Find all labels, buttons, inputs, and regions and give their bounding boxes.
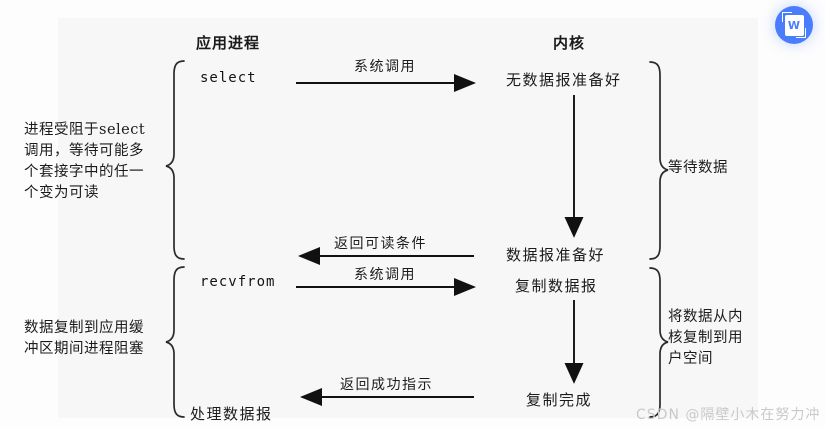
note-left-top-line-4: 个变为可读 — [24, 185, 99, 201]
note-right-top-line-1: 等待数据 — [668, 160, 728, 176]
call-label-select: select — [200, 70, 257, 86]
badge-letter: W — [787, 18, 801, 32]
badge-corner-top-left — [782, 12, 792, 22]
kernel-state-copy-datagram: 复制数据报 — [515, 277, 598, 295]
note-right-bottom-line-1: 将数据从内 — [668, 309, 743, 325]
badge-document-shape: W — [784, 14, 804, 36]
arrow-label-system-call-select: 系统调用 — [354, 59, 416, 75]
column-title-application-process: 应用进程 — [196, 34, 261, 52]
arrow-label-return-readable-condition: 返回可读条件 — [334, 236, 427, 252]
note-left-bottom-line-1: 数据复制到应用缓 — [24, 320, 144, 336]
arrow-label-system-call-recvfrom: 系统调用 — [354, 267, 416, 283]
note-left-top-line-2: 调用，等待可能多 — [24, 143, 144, 159]
note-right-bottom: 将数据从内 核复制到用 户空间 — [668, 307, 743, 370]
badge-corner-bottom-right — [796, 28, 806, 38]
call-label-process-datagram: 处理数据报 — [190, 405, 273, 423]
kernel-state-copy-complete: 复制完成 — [526, 391, 593, 409]
note-left-top: 进程受阻于select 调用，等待可能多 个套接字中的任一 个变为可读 — [24, 120, 145, 204]
call-label-recvfrom: recvfrom — [200, 274, 276, 290]
word-document-icon[interactable]: W — [775, 6, 813, 44]
note-left-top-line-3: 个套接字中的任一 — [24, 164, 144, 180]
watermark: CSDN @隔壁小木在努力冲 — [636, 407, 821, 423]
diagram-background-plate — [58, 18, 758, 418]
note-right-bottom-line-2: 核复制到用 — [668, 330, 743, 346]
note-left-bottom: 数据复制到应用缓 冲区期间进程阻塞 — [24, 318, 144, 360]
arrow-label-return-success-indication: 返回成功指示 — [340, 377, 433, 393]
kernel-state-no-datagram-ready: 无数据报准备好 — [506, 71, 622, 89]
note-left-top-line-1: 进程受阻于select — [24, 122, 146, 138]
column-title-kernel: 内核 — [553, 34, 586, 52]
note-right-bottom-line-3: 户空间 — [668, 351, 713, 367]
note-left-bottom-line-2: 冲区期间进程阻塞 — [24, 341, 144, 357]
kernel-state-datagram-ready: 数据报准备好 — [506, 246, 606, 264]
note-right-top: 等待数据 — [668, 158, 728, 179]
